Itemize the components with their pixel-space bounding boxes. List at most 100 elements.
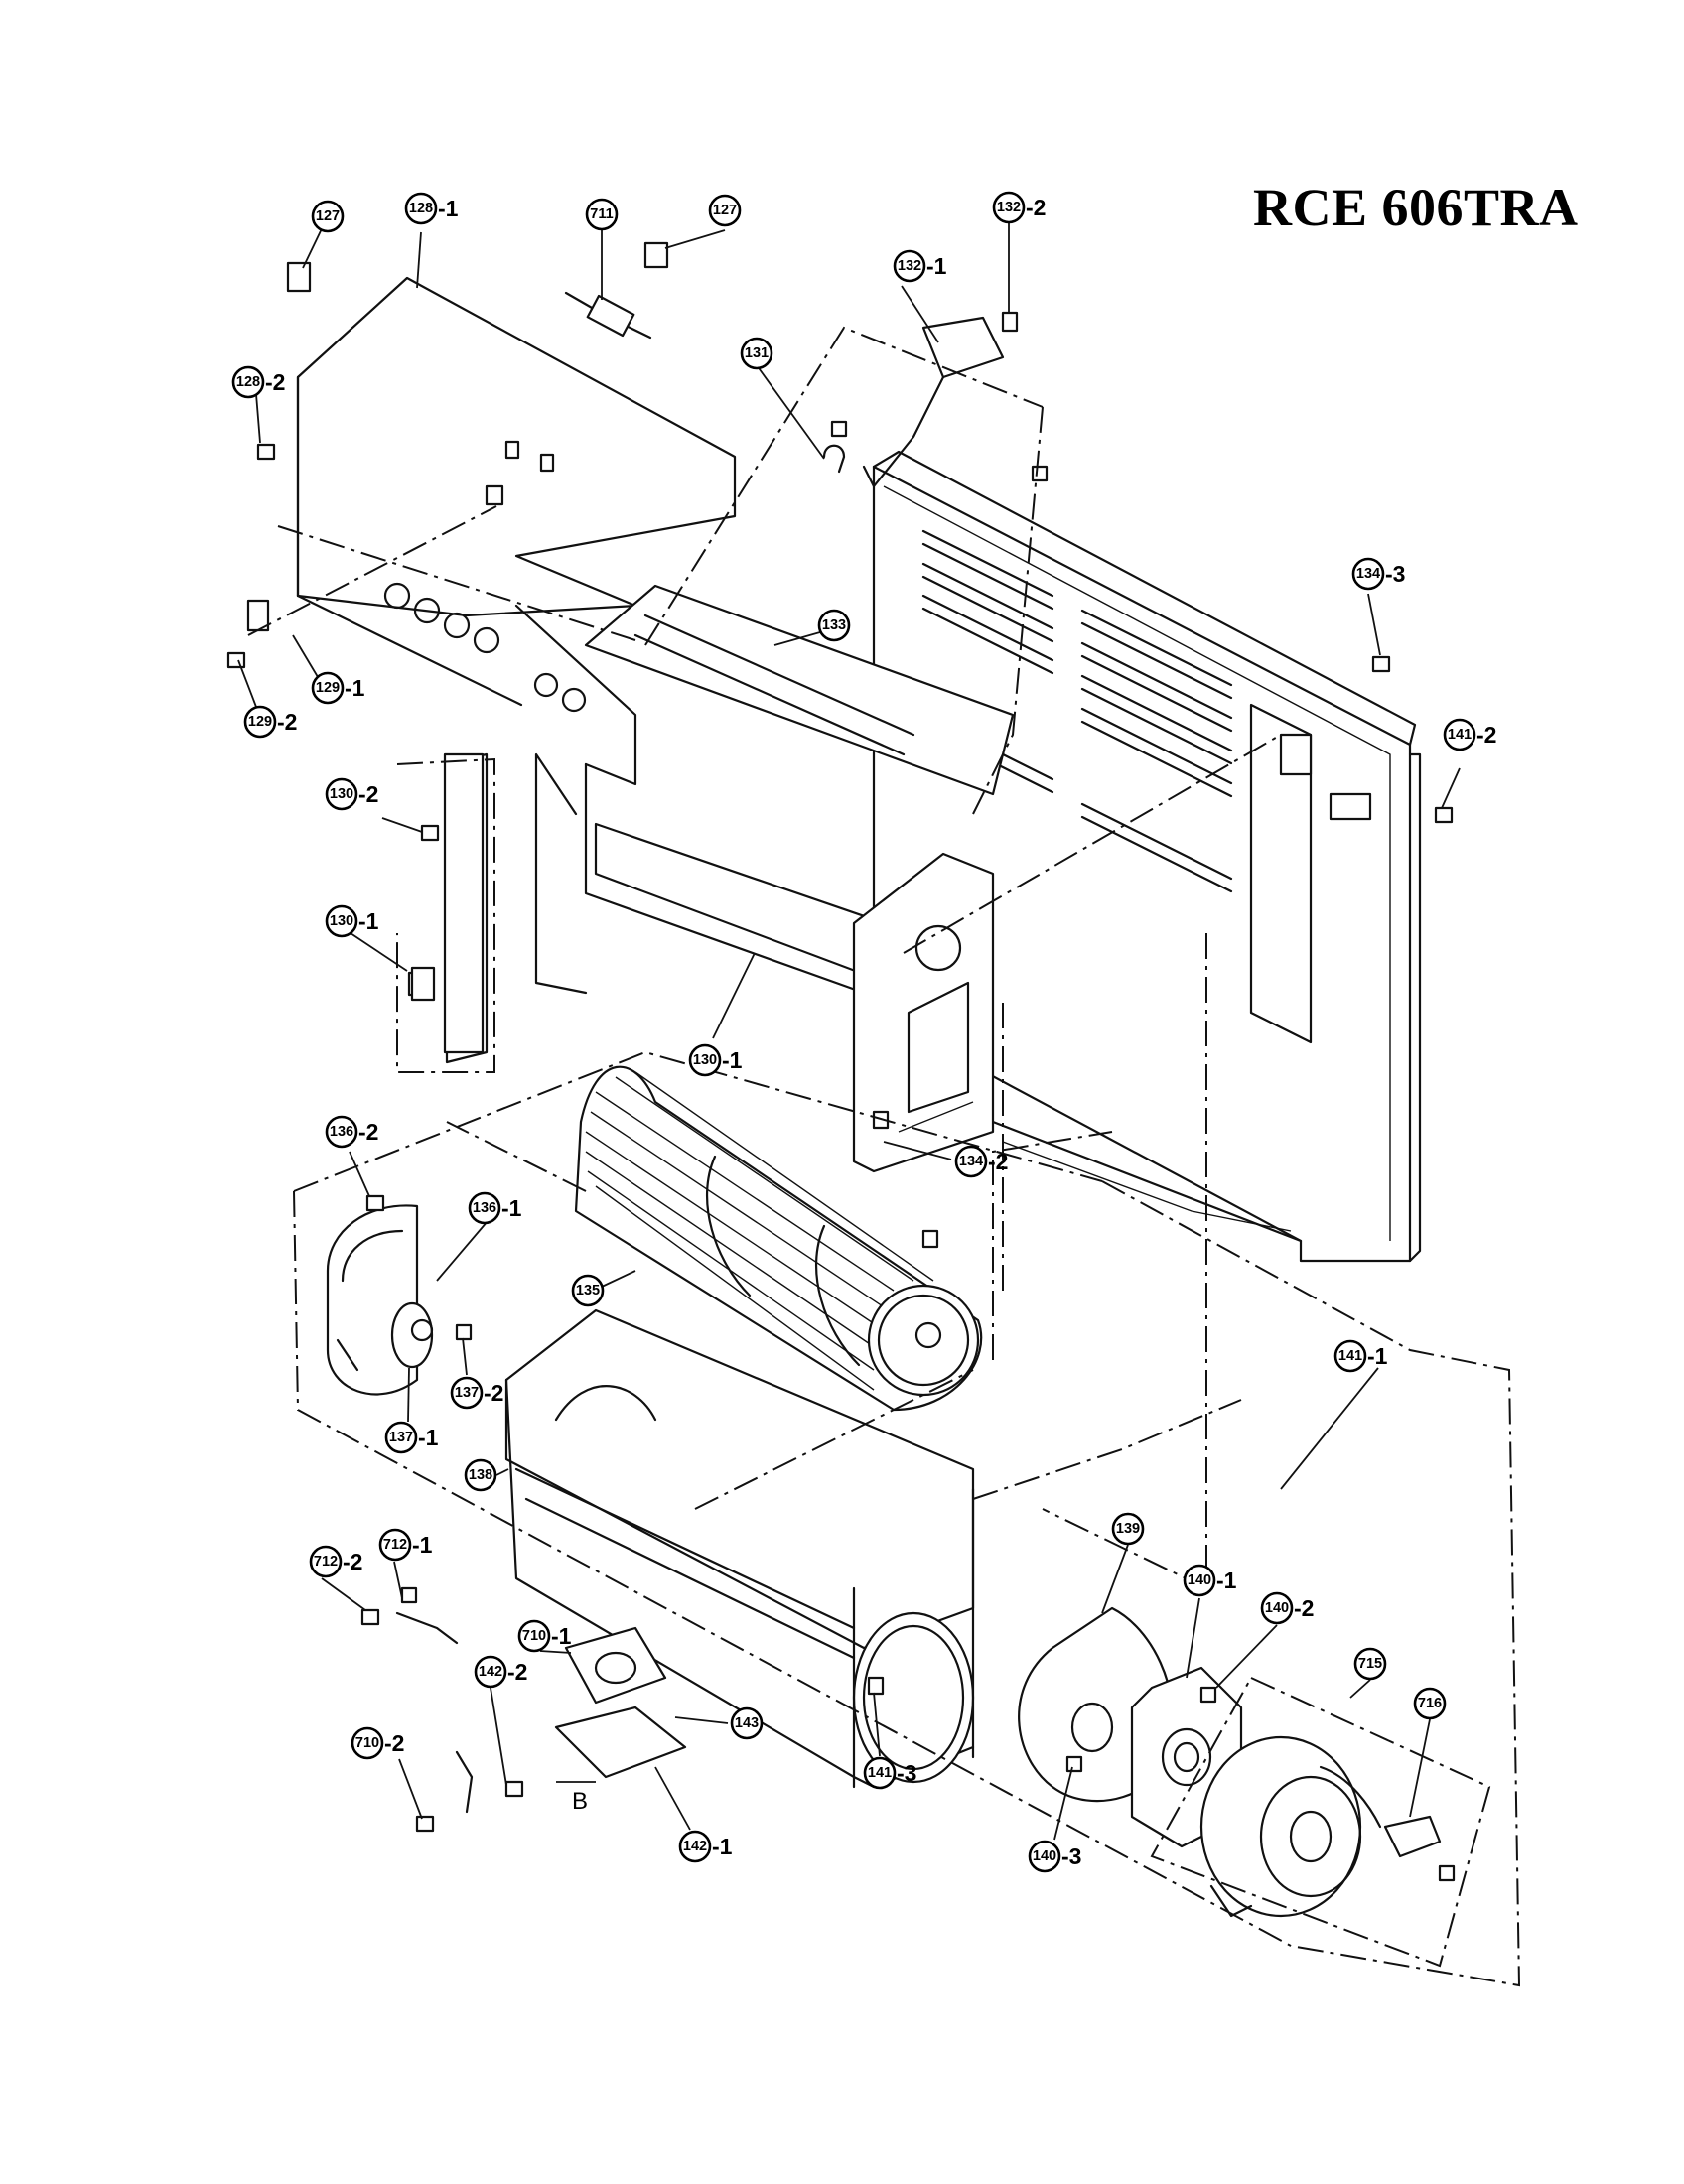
callout-140-2: 140 -2 (1260, 1591, 1314, 1625)
svg-text:710: 710 (522, 1628, 546, 1644)
svg-text:711: 711 (590, 206, 613, 222)
svg-text:-1: -1 (501, 1195, 522, 1221)
svg-text:-2: -2 (343, 1549, 362, 1574)
callout-132-2: 132 -2 (992, 191, 1046, 224)
svg-text:-2: -2 (1026, 195, 1046, 220)
svg-text:140: 140 (1188, 1572, 1211, 1588)
svg-text:-1: -1 (358, 908, 379, 934)
callout-141-1: 141 -1 (1333, 1339, 1388, 1373)
callout-712-2: 712 -2 (309, 1545, 362, 1578)
side-bracket (852, 852, 995, 1173)
fan-wheel (574, 1065, 983, 1412)
svg-text:132: 132 (898, 258, 921, 274)
callout-136-2: 136 -2 (325, 1115, 378, 1149)
callout-137-1: 137 -1 (384, 1421, 439, 1454)
drain-pan (534, 584, 1015, 995)
front-upper-panel (296, 276, 737, 786)
svg-text:128: 128 (236, 374, 260, 390)
callout-134-2: 134 -2 (954, 1145, 1008, 1178)
callout-710-1: 710 -1 (517, 1619, 572, 1653)
svg-text:-2: -2 (384, 1730, 404, 1756)
svg-text:128: 128 (409, 201, 433, 216)
svg-text:-3: -3 (1061, 1843, 1081, 1869)
callout-142-2: 142 -2 (474, 1655, 527, 1689)
svg-text:138: 138 (469, 1467, 492, 1483)
callout-141-3: 141 -3 (863, 1756, 916, 1790)
svg-text:142: 142 (683, 1839, 707, 1854)
svg-text:134: 134 (959, 1154, 983, 1169)
svg-text:136: 136 (330, 1124, 353, 1140)
svg-text:131: 131 (745, 345, 769, 361)
svg-text:712: 712 (314, 1554, 338, 1570)
section-mark-b: B (572, 1788, 588, 1815)
svg-text:136: 136 (473, 1200, 496, 1216)
callout-132-1: 132 -1 (893, 249, 947, 283)
callout-129-2: 129 -2 (243, 705, 297, 739)
svg-text:137: 137 (389, 1430, 413, 1445)
svg-text:141: 141 (1338, 1348, 1362, 1364)
svg-text:712: 712 (383, 1537, 407, 1553)
callout-715: 715 (1353, 1647, 1387, 1681)
svg-text:129: 129 (316, 680, 340, 696)
svg-text:-1: -1 (1367, 1343, 1388, 1369)
svg-text:127: 127 (316, 208, 340, 224)
svg-text:-2: -2 (1476, 722, 1496, 748)
svg-text:130: 130 (330, 913, 353, 929)
svg-text:141: 141 (868, 1765, 892, 1781)
svg-text:139: 139 (1116, 1521, 1140, 1537)
svg-text:141: 141 (1448, 727, 1472, 743)
callout-137-2: 137 -2 (450, 1376, 503, 1410)
callout-127-a: 127 (311, 200, 345, 233)
callout-140-1: 140 -1 (1183, 1564, 1237, 1597)
svg-text:-1: -1 (551, 1623, 572, 1649)
svg-text:130: 130 (693, 1052, 717, 1068)
svg-text:715: 715 (1358, 1656, 1382, 1672)
callout-141-2: 141 -2 (1443, 718, 1496, 751)
callout-138: 138 (464, 1458, 497, 1492)
callout-710-2: 710 -2 (351, 1726, 404, 1760)
callout-134-3: 134 -3 (1351, 557, 1405, 591)
svg-text:130: 130 (330, 786, 353, 802)
svg-text:716: 716 (1418, 1696, 1442, 1711)
svg-text:140: 140 (1033, 1848, 1056, 1864)
callout-130-1-b: 130 -1 (688, 1043, 743, 1077)
callout-143: 143 (730, 1706, 764, 1740)
svg-text:-3: -3 (897, 1760, 916, 1786)
svg-text:-2: -2 (1294, 1595, 1314, 1621)
callout-133: 133 (817, 609, 851, 642)
svg-text:-1: -1 (418, 1425, 439, 1450)
svg-text:-2: -2 (358, 1119, 378, 1145)
svg-text:142: 142 (479, 1664, 502, 1680)
leader-lines (237, 215, 1461, 1841)
svg-text:-1: -1 (438, 196, 459, 221)
left-bearing-assembly (326, 1204, 434, 1396)
svg-text:133: 133 (822, 617, 846, 633)
svg-text:135: 135 (576, 1283, 600, 1298)
svg-text:137: 137 (455, 1385, 479, 1401)
svg-text:132: 132 (997, 200, 1021, 215)
model-title: RCE 606TRA (1253, 178, 1579, 237)
svg-text:129: 129 (248, 714, 272, 730)
svg-text:-2: -2 (484, 1380, 503, 1406)
callout-139: 139 (1111, 1512, 1145, 1546)
svg-text:143: 143 (735, 1715, 759, 1731)
svg-text:-1: -1 (712, 1834, 733, 1859)
svg-text:-1: -1 (345, 675, 365, 701)
callout-140-3: 140 -3 (1028, 1840, 1081, 1873)
svg-text:710: 710 (355, 1735, 379, 1751)
fan-motor (1199, 1735, 1442, 1918)
svg-text:-2: -2 (265, 369, 285, 395)
svg-text:134: 134 (1356, 566, 1380, 582)
fan-housing (504, 1308, 975, 1789)
svg-text:127: 127 (713, 203, 737, 218)
assembly-guidelines (247, 326, 1521, 1987)
callout-716: 716 (1413, 1687, 1447, 1720)
callout-129-1: 129 -1 (311, 671, 365, 705)
callout-712-1: 712 -1 (378, 1528, 433, 1562)
svg-text:-1: -1 (722, 1047, 743, 1073)
svg-text:-1: -1 (412, 1532, 433, 1558)
svg-text:-2: -2 (277, 709, 297, 735)
svg-text:-2: -2 (507, 1659, 527, 1685)
callout-128-2: 128 -2 (231, 365, 285, 399)
